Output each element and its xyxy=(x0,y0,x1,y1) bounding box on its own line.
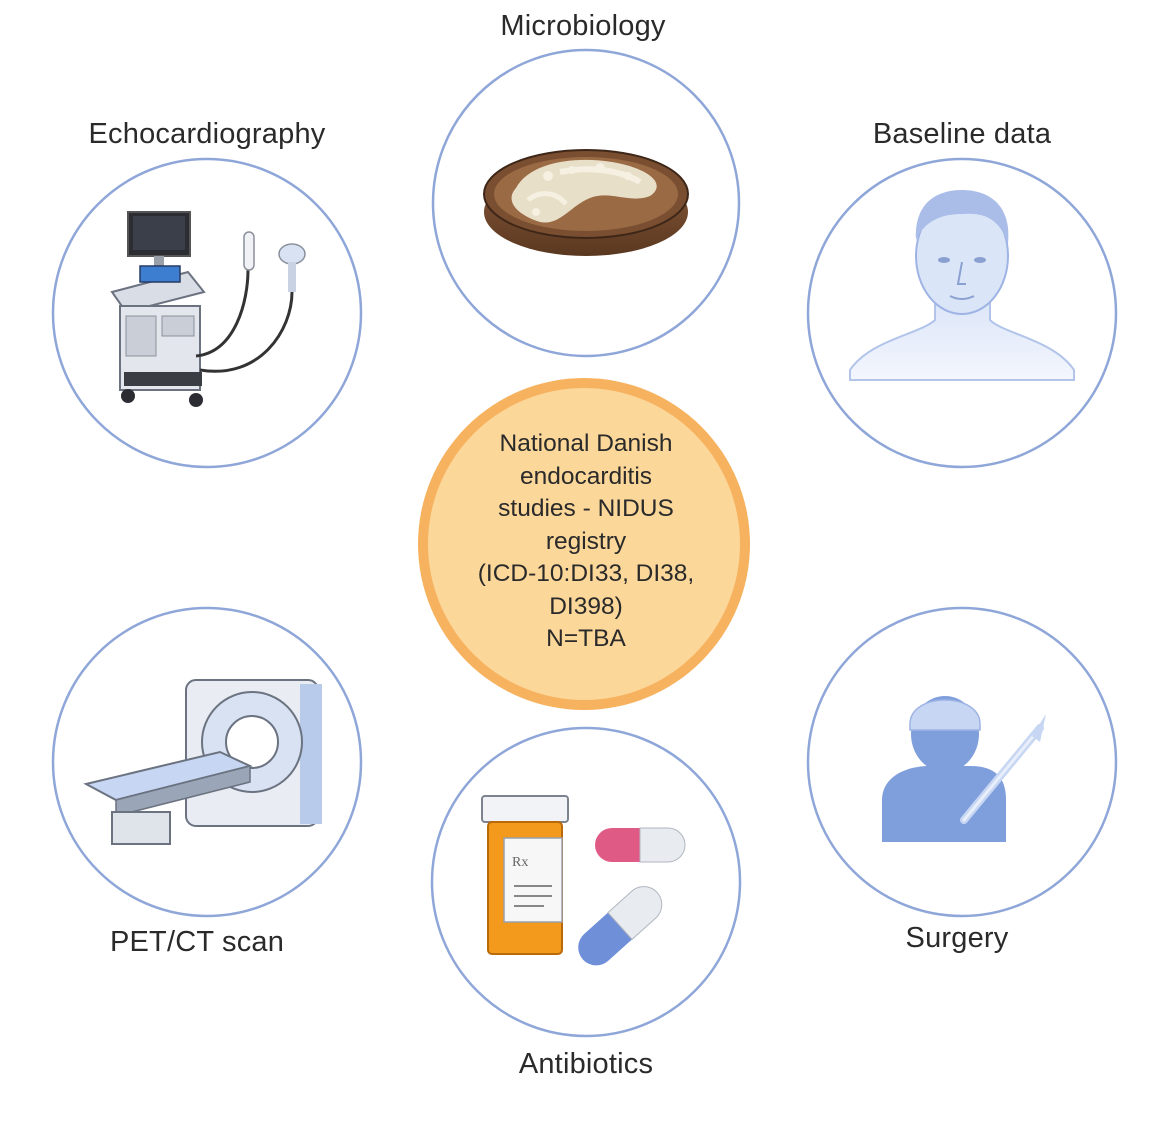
ct-scanner-icon xyxy=(83,679,322,845)
blue-pill-icon xyxy=(578,886,663,966)
petct-label: PET/CT scan xyxy=(109,926,285,958)
surgeon-icon xyxy=(882,696,1046,842)
echocardiography-circle xyxy=(51,157,363,469)
baseline-label: Baseline data xyxy=(872,118,1052,150)
hub-line: (ICD-10:DI33, DI38, xyxy=(477,560,695,587)
hub-line: N=TBA xyxy=(546,625,626,652)
microbiology-label: Microbiology xyxy=(500,10,666,42)
rx-label: Rx xyxy=(512,855,528,870)
hub-text: National Danish endocarditis studies - N… xyxy=(446,428,726,656)
person-head-icon xyxy=(849,190,1075,381)
petri-dish-icon xyxy=(483,149,689,256)
surgery-label: Surgery xyxy=(905,922,1009,954)
hub-inner xyxy=(428,388,740,700)
hub-line: DI398) xyxy=(549,592,623,620)
hub-line: studies - NIDUS xyxy=(498,495,674,522)
hub-line: National Danish xyxy=(499,430,673,457)
ultrasound-machine-icon xyxy=(110,211,306,407)
pill-bottle-icon: Rx xyxy=(481,795,569,955)
echocardiography-label: Echocardiography xyxy=(88,118,326,150)
pink-pill-icon xyxy=(595,827,686,863)
hub-line: endocarditis xyxy=(519,462,653,490)
antibiotics-circle xyxy=(430,726,742,1038)
hub-line: registry xyxy=(545,527,627,555)
antibiotics-label: Antibiotics xyxy=(518,1048,654,1080)
